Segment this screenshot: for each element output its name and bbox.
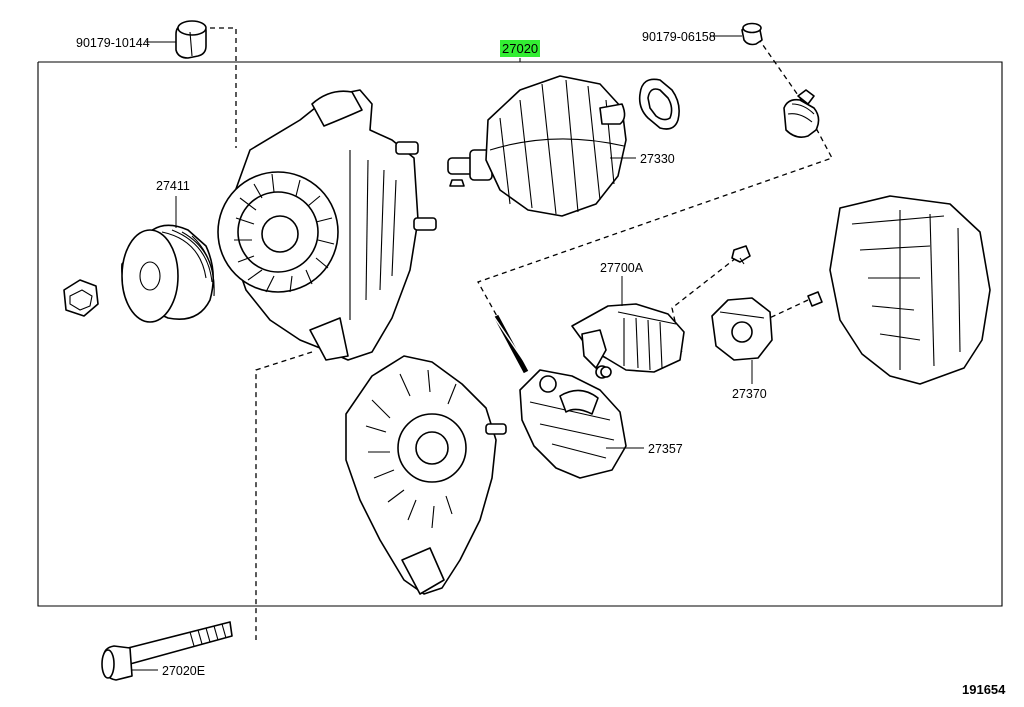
dash-line-bolt-cap [210,27,237,148]
terminal-grommet-part [783,89,820,138]
assembly-frame [37,61,1003,607]
label-regulator[interactable]: 27700A [600,261,644,275]
label-assy[interactable]: 27020 [502,41,538,56]
small-nut-part [741,22,763,46]
label-cap-nut[interactable]: 90179-10144 [76,36,150,50]
rear-cover-part [829,195,991,385]
hex-nut-part [63,279,99,317]
pulley-part [121,224,215,323]
insulator-screw-part [807,291,823,307]
dash-line-nut [477,37,833,319]
label-brush-holder[interactable]: 27357 [648,442,683,456]
through-bolt-part [101,621,233,681]
label-through-bolt[interactable]: 27020E [162,664,205,678]
dash-line-through-bolt [255,351,313,640]
rotor-part [447,75,627,217]
label-insulator[interactable]: 27370 [732,387,767,401]
terminal-insulator-part [711,297,773,361]
rear-end-frame-part [345,355,507,595]
diagram-reference-number: 191654 [962,682,1006,697]
label-small-nut[interactable]: 90179-06158 [642,30,716,44]
gasket-ring-part [638,78,680,130]
label-pulley[interactable]: 27411 [156,179,190,193]
label-rotor[interactable]: 27330 [640,152,675,166]
brush-holder-part [491,313,627,479]
drive-end-frame-part [217,89,437,361]
regulator-screw-part [731,245,751,265]
regulator-part [571,303,685,378]
cap-nut-part [175,20,207,59]
highlight-assy [500,40,540,57]
